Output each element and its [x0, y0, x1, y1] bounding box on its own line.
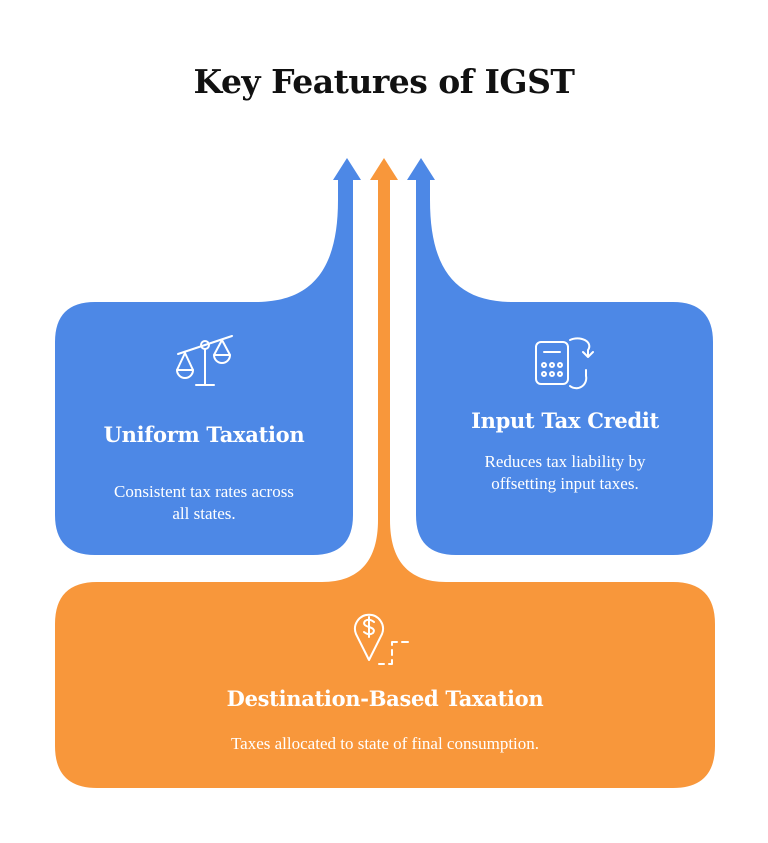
description-line: all states.	[172, 504, 236, 523]
destination-based-taxation-card	[55, 158, 715, 788]
input-tax-credit-description: Reduces tax liability by offsetting inpu…	[416, 451, 714, 495]
description-line: Reduces tax liability by	[484, 452, 646, 471]
destination-based-taxation-title: Destination-Based Taxation	[226, 686, 544, 711]
uniform-taxation-title: Uniform Taxation	[103, 422, 305, 447]
destination-based-taxation-description: Taxes allocated to state of final consum…	[55, 733, 715, 755]
input-tax-credit-title: Input Tax Credit	[471, 408, 659, 433]
uniform-taxation-card	[55, 158, 361, 555]
location-dollar-pin-icon	[354, 613, 409, 665]
destination-based-taxation-text: Destination-Based Taxation Taxes allocat…	[55, 686, 715, 755]
description-line: offsetting input taxes.	[491, 474, 639, 493]
balance-scale-icon	[176, 335, 233, 386]
input-tax-credit-text: Input Tax Credit Reduces tax liability b…	[416, 408, 714, 495]
uniform-taxation-description: Consistent tax rates across all states.	[55, 481, 353, 525]
input-tax-credit-card	[407, 158, 713, 555]
description-line: Consistent tax rates across	[114, 482, 294, 501]
uniform-taxation-text: Uniform Taxation Consistent tax rates ac…	[55, 422, 353, 525]
calculator-refresh-icon	[535, 337, 594, 390]
page-title: Key Features of IGST	[193, 62, 575, 101]
description-line: Taxes allocated to state of final consum…	[230, 734, 540, 753]
